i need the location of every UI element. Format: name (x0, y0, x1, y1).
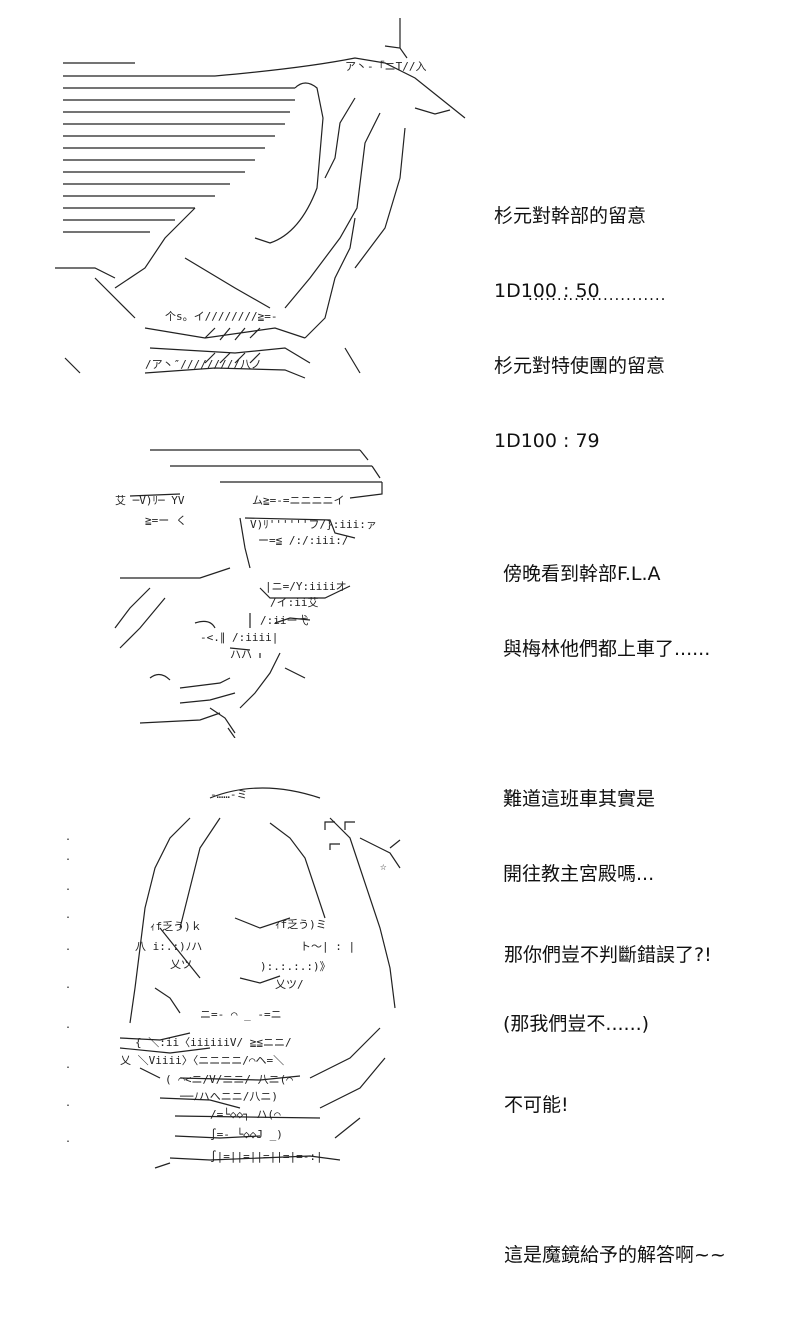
svg-text:ー=≦ /:/:iii:/: ー=≦ /:/:iii:/ (258, 534, 348, 547)
ascii-art-figure-1: ア丶-「ニT//入 个s。イ////////≧=- /ア丶″/////////八… (55, 18, 475, 383)
svg-text:ｨf乏う)ｋ: ｨf乏う)ｋ (150, 920, 202, 933)
ascii-art-figure-2: 艾 ─V)ﾘ─ YV ム≧=-=ニニニニイ ≧=ー く V)ﾘ''''''フ/}… (110, 438, 400, 738)
dialogue-line (503, 712, 710, 737)
svg-text:ニ=- ⌒ _ -=ニ: ニ=- ⌒ _ -=ニ (200, 1008, 282, 1021)
dialogue-line: 不可能! (504, 1094, 569, 1116)
svg-text:/ア丶″/////////八ノ: /ア丶″/////////八ノ (145, 358, 262, 371)
panel-2: 艾 ─V)ﾘ─ YV ム≧=-=ニニニニイ ≧=ー く V)ﾘ''''''フ/}… (0, 420, 800, 1035)
svg-text:{ ＼:ii〈iiiiiiV/ ≧≦ニニ/: { ＼:ii〈iiiiiiV/ ≧≦ニニ/ (135, 1036, 292, 1049)
star-icon: ☆ (380, 860, 387, 873)
dialogue-line (504, 1018, 726, 1043)
svg-text:乂ツ/: 乂ツ/ (275, 978, 304, 991)
svg-text:ム≧=-=ニニニニイ: ム≧=-=ニニニニイ (252, 494, 345, 507)
svg-text:≧=ー く: ≧=ー く (145, 514, 187, 527)
dialogue-panel-3: 那你們豈不判斷錯誤了?! 不可能! 這是魔鏡給予的解答啊~~ (504, 893, 726, 1318)
svg-text:/イ:ii艾: /イ:ii艾 (270, 596, 319, 609)
svg-text:乂 ＼Viiii〉〈ニニニニ/⌒ヘ=＼: 乂 ＼Viiii〉〈ニニニニ/⌒ヘ=＼ (120, 1054, 284, 1067)
ascii-art-figure-3: -……-ミ ☆ ｨf乏う)ｋ ｨf乏う)ミ 八 i:.:)ﾉハ ト〜| : | … (60, 778, 420, 1178)
svg-text:V)ﾘ''''''フ/}:iii:ァ: V)ﾘ''''''フ/}:iii:ァ (250, 518, 377, 531)
dialogue-line: 難道這班車其實是 (503, 788, 656, 810)
dialogue-line (504, 1168, 726, 1193)
svg-text:∫=- └◇◇J _): ∫=- └◇◇J _) (210, 1127, 283, 1141)
dialogue-line: 1D100 : 50 (494, 280, 600, 302)
ascii-art-drawing-2: 艾 ─V)ﾘ─ YV ム≧=-=ニニニニイ ≧=ー く V)ﾘ''''''フ/}… (114, 449, 383, 738)
svg-text:/:iiー弋: /:iiー弋 (260, 614, 309, 627)
svg-text:|ニ=/Y:iiiiオ: |ニ=/Y:iiiiオ (265, 580, 347, 593)
dialogue-panel-1: 杉元對幹部的留意 1D100 : 50 杉元對特使團的留意 1D100 : 79 (494, 154, 665, 504)
ascii-art-drawing-1: ア丶-「ニT//入 个s。イ////////≧=- /ア丶″/////////八… (55, 18, 466, 379)
svg-text:ｨf乏う)ミ: ｨf乏う)ミ (275, 918, 327, 931)
dialogue-line: (那我們豈不......) (503, 1013, 650, 1035)
dialogue-line: 傍晚看到幹部F.L.A (503, 563, 661, 585)
svg-text:):.:.:.:)》: ):.:.:.:)》 (260, 960, 331, 973)
svg-text:ハハ: ハハ (230, 648, 252, 661)
svg-text:.: . (65, 1098, 71, 1109)
ascii-art-drawing-3: -……-ミ ☆ ｨf乏う)ｋ ｨf乏う)ミ 八 i:.:)ﾉハ ト〜| : | … (65, 787, 401, 1169)
svg-text:∫|=||=||=||=|=-:|: ∫|=||=||=||=|=-:| (210, 1150, 323, 1163)
svg-text:-<.∥ /:iiii|: -<.∥ /:iiii| (200, 631, 278, 644)
svg-text:.: . (65, 882, 71, 893)
svg-text:ト〜| : |: ト〜| : | (300, 940, 355, 953)
dialogue-line: 這是魔鏡給予的解答啊~~ (504, 1244, 726, 1266)
dialogue-line: 1D100 : 79 (494, 430, 600, 452)
panel-1: ア丶-「ニT//入 个s。イ////////≧=- /ア丶″/////////八… (0, 0, 800, 452)
svg-text:.: . (65, 852, 71, 863)
svg-text:──ﾉハへニニ/八ニ): ──ﾉハへニニ/八ニ) (179, 1090, 278, 1103)
svg-text:.: . (65, 1060, 71, 1071)
svg-text:ア丶-「ニT//入: ア丶-「ニT//入 (345, 60, 427, 73)
dialogue-line: 杉元對幹部的留意 (494, 205, 647, 227)
svg-text:个s。イ////////≧=-: 个s。イ////////≧=- (165, 310, 277, 323)
svg-text:.: . (65, 1020, 71, 1031)
panel-3: -……-ミ ☆ ｨf乏う)ｋ ｨf乏う)ミ 八 i:.:)ﾉハ ト〜| : | … (0, 770, 800, 1266)
svg-text:乂ツ: 乂ツ (170, 958, 192, 971)
svg-text:.: . (65, 942, 71, 953)
ellipsis-text: ........................ (528, 286, 667, 304)
svg-text:.: . (65, 910, 71, 921)
svg-text:.: . (65, 980, 71, 991)
svg-text:八 i:.:)ﾉハ: 八 i:.:)ﾉハ (135, 940, 202, 953)
dialogue-line: 杉元對特使團的留意 (494, 355, 666, 377)
svg-text:.: . (65, 1134, 71, 1145)
svg-text:艾 ─V)ﾘ─ YV: 艾 ─V)ﾘ─ YV (115, 494, 185, 507)
svg-text:.: . (65, 832, 71, 843)
svg-text:-……-ミ: -……-ミ (210, 788, 248, 801)
dialogue-line: 那你們豈不判斷錯誤了?! (504, 944, 712, 966)
svg-text:( ⌒<ニ/V/ニニ/ 八ニ(⌒: ( ⌒<ニ/V/ニニ/ 八ニ(⌒ (165, 1073, 293, 1086)
svg-text:/=└◇◇┐ ハ(⌒: /=└◇◇┐ ハ(⌒ (210, 1107, 281, 1121)
dialogue-line: 與梅林他們都上車了...... (503, 638, 711, 660)
dialogue-panel-2: 傍晚看到幹部F.L.A 與梅林他們都上車了...... 難道這班車其實是 開往教… (503, 512, 710, 1087)
dialogue-line: 開往教主宮殿嗎... (503, 863, 655, 885)
